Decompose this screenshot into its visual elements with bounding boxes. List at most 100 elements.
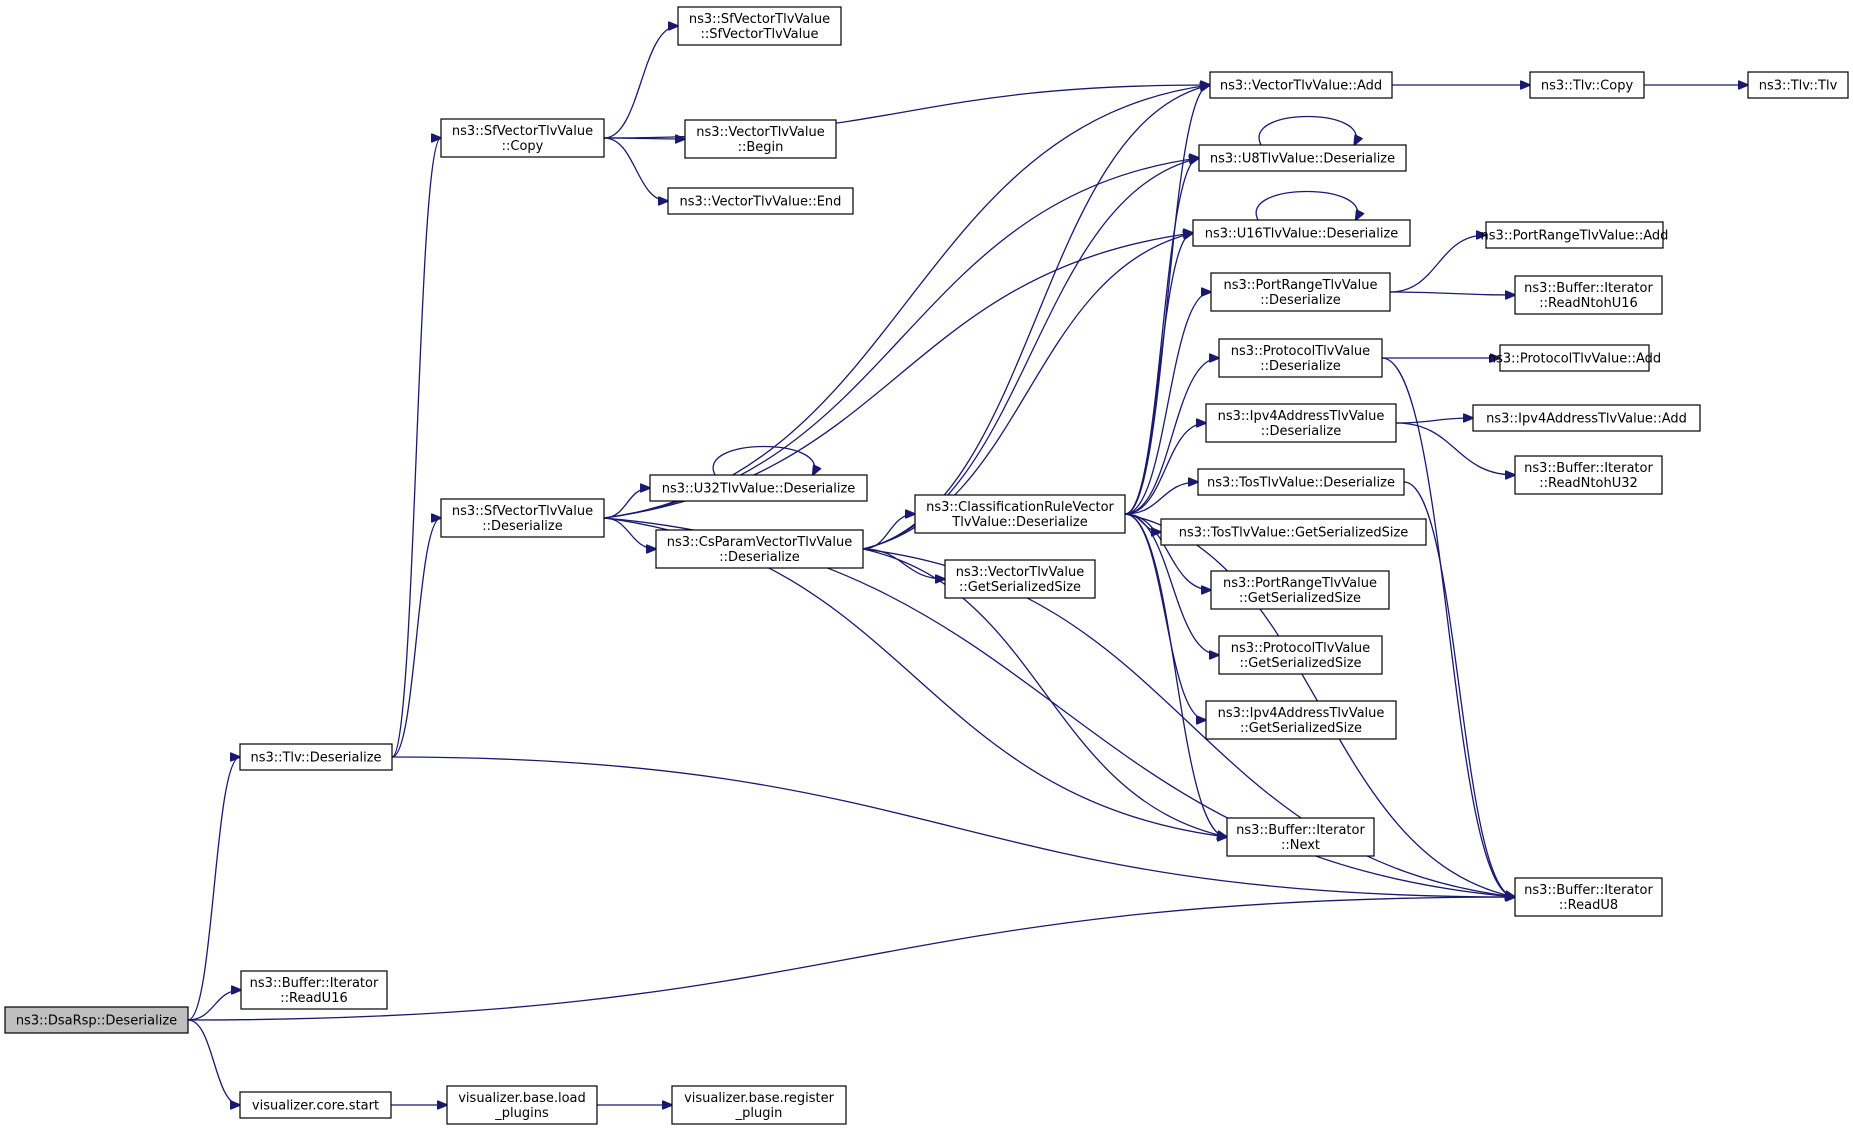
node-label: ns3::ProtocolTlvValue::Add [1488, 352, 1661, 367]
node-box [1747, 71, 1849, 99]
edge-line [1255, 190, 1358, 221]
edge-ipv4des-to-ipv4add [1395, 418, 1473, 424]
node-box [1514, 877, 1663, 917]
node-prgetsize[interactable]: ns3::PortRangeTlvValue::GetSerializedSiz… [1210, 570, 1390, 610]
node-tlvtlv[interactable]: ns3::Tlv::Tlv [1747, 71, 1849, 99]
node-registerplugin[interactable]: visualizer.base.register_plugin [671, 1085, 847, 1125]
node-label: ns3::Ipv4AddressTlvValue::Add [1486, 412, 1687, 427]
node-label: ::ReadNtohU16 [1539, 296, 1638, 311]
node-box [1472, 404, 1701, 432]
node-label: ::ReadNtohU32 [1539, 476, 1638, 491]
node-label: ::Begin [738, 140, 784, 155]
node-vgetsize[interactable]: ns3::VectorTlvValue::GetSerializedSize [944, 559, 1096, 599]
node-u32des[interactable]: ns3::U32TlvValue::Deserialize [649, 474, 868, 502]
edge-crdes-to-ipv4des [1124, 423, 1206, 515]
node-label: ns3::ProtocolTlvValue [1231, 641, 1370, 656]
node-protadd[interactable]: ns3::ProtocolTlvValue::Add [1488, 344, 1661, 372]
node-label: ns3::SfVectorTlvValue [689, 12, 830, 27]
node-vbegin[interactable]: ns3::VectorTlvValue::Begin [684, 119, 837, 159]
edge-line [1124, 358, 1219, 515]
node-box [649, 474, 868, 502]
edge-crdes-to-tosdes [1124, 482, 1198, 515]
edge-csdes-to-vgetsize [862, 548, 945, 579]
node-vadd[interactable]: ns3::VectorTlvValue::Add [1209, 71, 1393, 99]
edge-crdes-to-u16des [1124, 233, 1193, 515]
node-label: ns3::PortRangeTlvValue::Add [1481, 229, 1669, 244]
node-sfctor[interactable]: ns3::SfVectorTlvValue::SfVectorTlvValue [677, 6, 842, 46]
node-sfdes[interactable]: ns3::SfVectorTlvValue::Deserialize [440, 498, 605, 538]
node-box [1197, 468, 1405, 496]
node-label: ns3::PortRangeTlvValue [1224, 278, 1378, 293]
node-label: ns3::Buffer::Iterator [1524, 883, 1653, 898]
node-u8des[interactable]: ns3::U8TlvValue::Deserialize [1198, 144, 1407, 172]
edge-dsarsp-to-corestart [187, 1019, 240, 1105]
node-box [684, 119, 837, 159]
node-box [1205, 700, 1397, 740]
edge-sfcopy-to-sfctor [603, 26, 678, 139]
node-loadplugins[interactable]: visualizer.base.load_plugins [446, 1085, 598, 1125]
edge-prdes-to-pradd [1389, 235, 1486, 293]
node-crdes[interactable]: ns3::ClassificationRuleVectorTlvValue::D… [914, 494, 1126, 534]
node-pradd[interactable]: ns3::PortRangeTlvValue::Add [1481, 221, 1669, 249]
node-label: _plugin [735, 1106, 783, 1121]
edge-line [712, 445, 815, 476]
edge-crdes-to-u8des [1124, 158, 1199, 515]
node-protdes[interactable]: ns3::ProtocolTlvValue::Deserialize [1218, 338, 1383, 378]
node-dsarsp[interactable]: ns3::DsaRsp::Deserialize [4, 1006, 189, 1034]
node-label: ns3::PortRangeTlvValue [1223, 576, 1377, 591]
node-readntohu32[interactable]: ns3::Buffer::Iterator::ReadNtohU32 [1514, 455, 1663, 495]
node-label: ::GetSerializedSize [1240, 721, 1362, 736]
node-tosdes[interactable]: ns3::TosTlvValue::Deserialize [1197, 468, 1405, 496]
node-label: ns3::TosTlvValue::GetSerializedSize [1179, 526, 1409, 541]
node-label: ::SfVectorTlvValue [701, 27, 819, 42]
node-label: visualizer.base.register [684, 1091, 835, 1106]
node-corestart[interactable]: visualizer.core.start [239, 1091, 392, 1119]
node-label: ::Deserialize [1261, 424, 1342, 439]
node-next[interactable]: ns3::Buffer::Iterator::Next [1226, 817, 1375, 857]
node-label: ::ReadU16 [280, 991, 347, 1006]
node-readu16[interactable]: ns3::Buffer::Iterator::ReadU16 [240, 970, 388, 1010]
node-csdes[interactable]: ns3::CsParamVectorTlvValue::Deserialize [655, 529, 864, 569]
node-ipv4add[interactable]: ns3::Ipv4AddressTlvValue::Add [1472, 404, 1701, 432]
node-box [1514, 455, 1663, 495]
node-ipv4getsize[interactable]: ns3::Ipv4AddressTlvValue::GetSerializedS… [1205, 700, 1397, 740]
edge-line [862, 158, 1199, 550]
edge-tlvdes-to-sfdes [391, 518, 441, 758]
node-label: ns3::Buffer::Iterator [1524, 461, 1653, 476]
node-label: ns3::U8TlvValue::Deserialize [1210, 152, 1395, 167]
node-label: ns3::VectorTlvValue [956, 565, 1084, 580]
node-label: ns3::Tlv::Copy [1541, 79, 1634, 94]
node-label: ::Deserialize [1260, 293, 1341, 308]
node-ipv4des[interactable]: ns3::Ipv4AddressTlvValue::Deserialize [1205, 403, 1397, 443]
node-label: ::GetSerializedSize [1239, 656, 1361, 671]
node-label: ns3::Tlv::Deserialize [250, 751, 381, 766]
edge-line [862, 514, 915, 550]
node-prdes[interactable]: ns3::PortRangeTlvValue::Deserialize [1210, 272, 1391, 312]
node-tlvcopy[interactable]: ns3::Tlv::Copy [1529, 71, 1645, 99]
node-box [440, 118, 605, 158]
node-readntohu16[interactable]: ns3::Buffer::Iterator::ReadNtohU16 [1514, 275, 1663, 315]
node-box [1210, 272, 1391, 312]
node-vend[interactable]: ns3::VectorTlvValue::End [667, 187, 854, 215]
node-label: ns3::SfVectorTlvValue [452, 124, 593, 139]
edge-protdes-to-readu8 [1381, 357, 1515, 897]
node-label: ::Deserialize [482, 519, 563, 534]
edge-line [1124, 233, 1193, 515]
node-box [239, 743, 393, 771]
node-readu8[interactable]: ns3::Buffer::Iterator::ReadU8 [1514, 877, 1663, 917]
node-tlvdes[interactable]: ns3::Tlv::Deserialize [239, 743, 393, 771]
node-u16des[interactable]: ns3::U16TlvValue::Deserialize [1192, 219, 1411, 247]
edge-line [187, 757, 240, 1021]
edge-dsarsp-to-readu16 [187, 990, 241, 1021]
node-box [914, 494, 1126, 534]
node-protgetsize[interactable]: ns3::ProtocolTlvValue::GetSerializedSize [1218, 635, 1383, 675]
edge-line [1395, 418, 1473, 424]
edge-crdes-to-prdes [1124, 292, 1211, 515]
node-sfcopy[interactable]: ns3::SfVectorTlvValue::Copy [440, 118, 605, 158]
edge-u8des-to-u8des [1258, 115, 1356, 146]
edge-csdes-to-next [862, 548, 1227, 837]
node-label: ns3::VectorTlvValue::Add [1220, 79, 1382, 94]
edge-line [1389, 235, 1486, 293]
edge-crdes-to-next [1124, 513, 1227, 837]
node-tosgetsize[interactable]: ns3::TosTlvValue::GetSerializedSize [1160, 518, 1427, 546]
